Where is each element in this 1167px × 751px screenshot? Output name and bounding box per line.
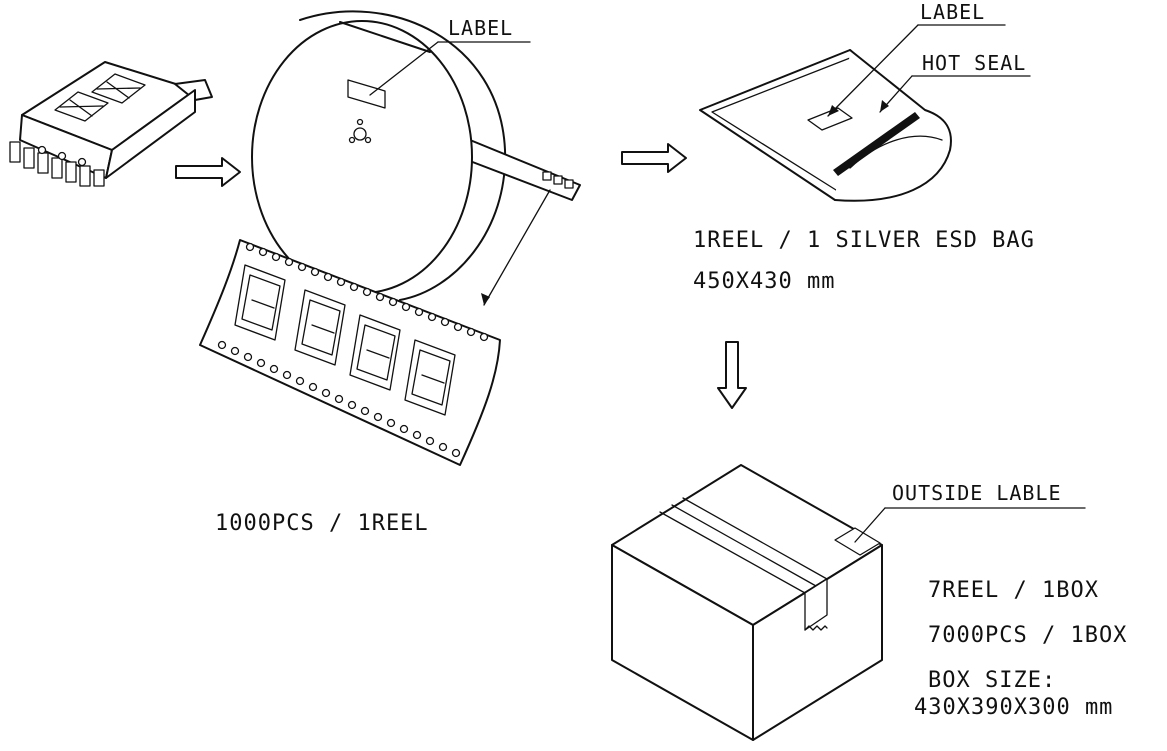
reel-label-callout: LABEL — [369, 16, 531, 96]
bag-label-callout: LABEL — [827, 0, 1006, 117]
hot-seal-callout: HOT SEAL — [879, 51, 1031, 113]
tape-detail-pointer — [481, 189, 551, 306]
flow-arrow-right-1 — [175, 157, 241, 187]
reel-quantity-caption: 1000PCS / 1REEL — [215, 511, 429, 536]
reel-illustration — [251, 10, 581, 301]
shipping-box-illustration — [611, 464, 883, 741]
display-component-illustration — [9, 61, 213, 187]
flow-arrow-down — [717, 341, 747, 409]
bag-label-text: LABEL — [920, 0, 985, 24]
outside-label-text: OUTSIDE LABLE — [892, 481, 1062, 505]
outside-label-callout: OUTSIDE LABLE — [854, 481, 1086, 543]
box-size-value: 430X390X300 mm — [914, 695, 1113, 720]
bag-caption-line1: 1REEL / 1 SILVER ESD BAG — [693, 228, 1035, 253]
reel-label-text: LABEL — [448, 16, 513, 40]
box-pcs-caption: 7000PCS / 1BOX — [928, 623, 1127, 648]
esd-bag-illustration — [699, 49, 952, 202]
flow-arrow-right-2 — [621, 143, 687, 173]
carrier-tape-illustration — [199, 239, 501, 466]
bag-caption-line2: 450X430 mm — [693, 269, 835, 294]
box-size-title: BOX SIZE: — [928, 668, 1056, 693]
hot-seal-text: HOT SEAL — [922, 51, 1026, 75]
box-reels-caption: 7REEL / 1BOX — [928, 578, 1099, 603]
